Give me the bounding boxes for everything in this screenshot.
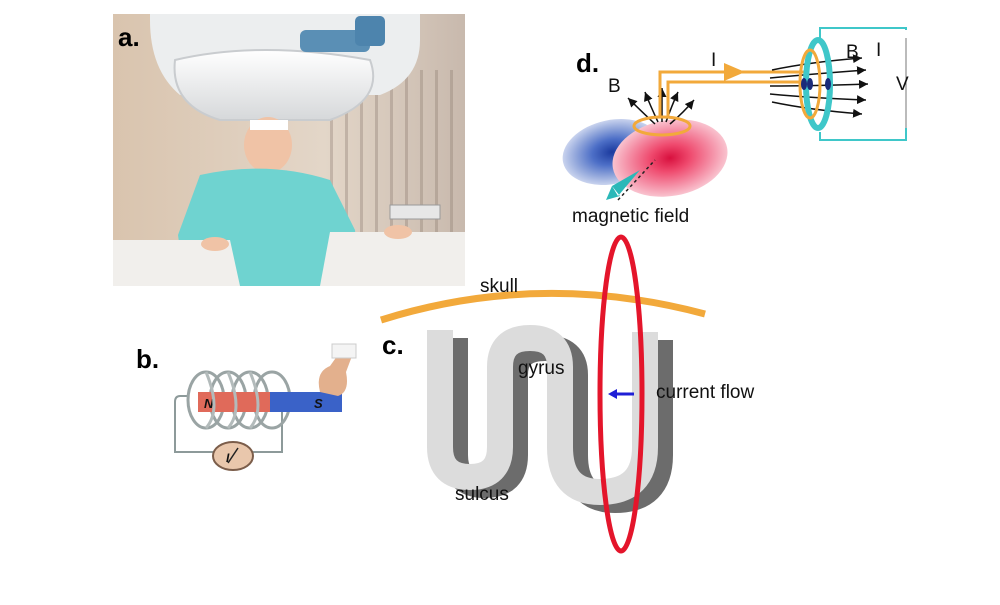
scanner-arm	[300, 30, 370, 52]
sensor-wire-bottom	[819, 128, 907, 141]
sensor-pickup-coil	[798, 48, 822, 120]
magnetic-field-arrow	[606, 170, 640, 200]
meg-helmet	[173, 49, 375, 121]
magnet-south-label: S	[314, 396, 323, 411]
panel-a-photo	[113, 14, 465, 286]
hand-icon	[318, 352, 352, 396]
chair-armrest-left	[113, 240, 240, 286]
panel-b-letter: b.	[136, 344, 159, 374]
panel-a-letter: a.	[118, 22, 140, 52]
panel-d-letter: d.	[576, 48, 599, 78]
sensor-dot-3	[825, 78, 831, 90]
current-loop	[597, 234, 645, 554]
cortex-surface	[427, 325, 658, 505]
panel-d-dipole	[562, 63, 808, 201]
field-lines-left	[627, 88, 695, 125]
coil-loops-front	[204, 371, 260, 429]
child-head	[244, 117, 292, 173]
current-arrow-head	[608, 389, 617, 399]
sensor-dot-1	[801, 78, 807, 90]
sleeve-cuff	[331, 343, 357, 359]
current-i-label: I	[711, 50, 716, 71]
dipole-positive-blob	[612, 119, 728, 197]
current-i-right-label: I	[876, 40, 881, 61]
magnet-north-half	[198, 392, 270, 412]
sensor-wire-top	[819, 27, 907, 40]
magnet-north-label: N	[204, 396, 214, 411]
galvanometer-label: I	[226, 451, 230, 465]
curtain-stripes	[330, 70, 453, 270]
magnetic-field-label: magnetic field	[572, 206, 689, 227]
voltage-label: V	[896, 74, 909, 95]
hand-right	[384, 225, 412, 239]
gyrus-label: gyrus	[518, 358, 564, 379]
sulcus-label: sulcus	[455, 484, 509, 505]
chair-armrest-right	[320, 232, 465, 286]
cortex-fold	[427, 325, 673, 513]
skull-label: skull	[480, 276, 518, 297]
response-pad	[389, 204, 441, 220]
current-flow-label: current flow	[656, 382, 754, 403]
galvanometer-needle	[227, 447, 239, 464]
panel-b-induction: N S I	[174, 343, 357, 471]
magnet-south-half	[270, 392, 342, 412]
skull-arc	[379, 289, 706, 324]
scanner-joint	[355, 16, 385, 46]
pickup-coil-small	[632, 115, 692, 137]
panel-d-sensor	[769, 27, 907, 141]
sensor-dot-2	[807, 78, 813, 90]
hand-left	[201, 237, 229, 251]
eye-mask	[250, 120, 288, 130]
field-b-left-label: B	[608, 76, 621, 97]
field-lines-right	[769, 54, 869, 118]
coil-wire-left	[174, 395, 216, 453]
field-b-right-label: B	[846, 42, 859, 63]
pickup-lead-top	[658, 70, 808, 118]
panel-c-letter: c.	[382, 330, 404, 360]
pickup-lead-bottom	[666, 80, 808, 118]
